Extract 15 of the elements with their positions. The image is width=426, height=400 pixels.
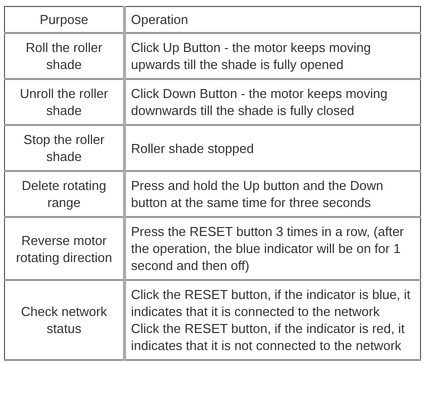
column-header: Operation [131, 11, 190, 28]
table-cell-text: Unroll the roller shade [18, 85, 110, 119]
column-header: Purpose [38, 11, 90, 28]
table-cell-text: Check network status [20, 303, 108, 337]
table-cell-text: Click Down Button - the motor keeps moving downwards till the shade is fully closed [131, 85, 388, 119]
table-cell-text: Delete rotating range [20, 177, 108, 211]
table-cell-text: Reverse motor rotating direction [14, 232, 114, 266]
table-cell-text: Roll the roller shade [24, 39, 104, 73]
table-cell-text: Click the RESET button, if the indicator is blue, it indicates that it is connected to the network [131, 286, 412, 320]
table-cell-text: Press the RESET button 3 times in a row, (after the operation, the blue indicator will be on for 1 second and then off) [131, 223, 405, 274]
table-cell-text: Click Up Button - the motor keeps moving upwards till the shade is fully opened [131, 39, 372, 73]
table-cell-text: Click the RESET button, if the indicator is red, it indicates that it is not connected to the network [131, 320, 406, 354]
table-cell-text: Stop the roller shade [22, 131, 106, 165]
table-cell-text: Press and hold the Up button and the Down button at the same time for three seconds [131, 177, 384, 211]
table-cell-text: Roller shade stopped [131, 140, 255, 156]
